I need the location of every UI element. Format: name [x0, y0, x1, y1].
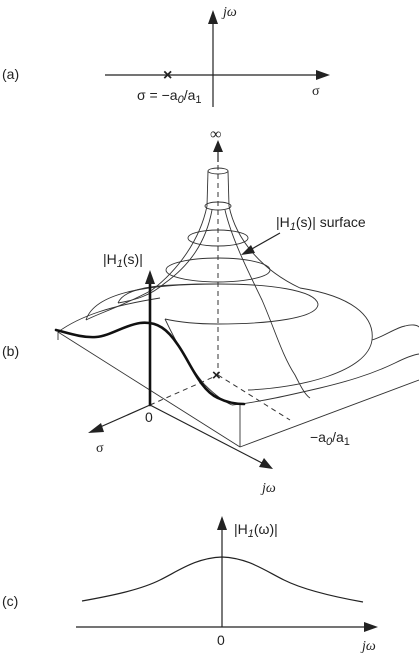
- surface-contour-4: [117, 283, 319, 325]
- panel-a-label: (a): [2, 66, 19, 82]
- panel-a-jw-label: jω: [221, 5, 237, 20]
- surface-outer-boundary: [57, 297, 419, 406]
- magnitude-surface: [57, 167, 419, 406]
- surface-pole-valley: [164, 318, 233, 406]
- panel-b-pole-label: −a0/a1: [310, 429, 350, 448]
- panel-c-jw-arrowhead: [364, 622, 378, 632]
- surface-contour-3: [165, 257, 271, 283]
- magnitude-axis-label: |H1(s)|: [103, 251, 143, 270]
- panel-c-origin-label: 0: [217, 632, 225, 648]
- panel-b-label: (b): [2, 343, 19, 359]
- sigma-projection-dash: [217, 374, 291, 421]
- panel-b-sigma-axis: [97, 404, 151, 429]
- panel-b-sigma-arrowhead: [88, 423, 104, 433]
- infinity-arrowhead: [213, 140, 223, 152]
- surface-tip-right: [227, 170, 230, 207]
- panel-c-magnitude-curve: [81, 556, 364, 603]
- surface-contour-5: [85, 283, 373, 391]
- panel-c-magnitude-arrowhead: [217, 516, 227, 530]
- panel-a: (a) jω σ × σ = −a0/a1: [2, 5, 330, 107]
- panel-a-pole-marker: ×: [163, 67, 172, 84]
- panel-c-label: (c): [2, 593, 18, 609]
- jw-projection-dash: [149, 374, 219, 406]
- panel-b-jw-arrowhead: [259, 458, 273, 469]
- panel-a-pole-label: σ = −a0/a1: [137, 87, 202, 106]
- panel-b-sigma-label: σ: [96, 441, 104, 456]
- jw-axis-magnitude-curve: [54, 321, 246, 406]
- magnitude-axis-arrowhead: [145, 270, 155, 284]
- surface-meridian-left: [85, 205, 208, 321]
- panel-b: (b): [2, 126, 419, 496]
- panel-a-jw-arrowhead: [208, 10, 218, 24]
- surface-label: |H1(s)| surface: [276, 214, 366, 233]
- surface-label-arrowhead: [241, 245, 255, 255]
- surface-label-leader: [249, 232, 281, 251]
- infinity-label: ∞: [210, 126, 221, 143]
- panel-c: (c) |H1(ω)| 0 jω: [2, 516, 378, 654]
- panel-a-sigma-arrowhead: [316, 70, 330, 80]
- panel-b-origin-label: 0: [145, 409, 153, 425]
- panel-a-sigma-label: σ: [312, 84, 320, 99]
- surface-meridian-front-left: [117, 209, 213, 304]
- panel-b-jw-axis: [149, 404, 263, 464]
- surface-tip-left: [206, 170, 209, 207]
- panel-b-jw-label: jω: [260, 481, 276, 496]
- base-right-edge: [239, 379, 419, 448]
- surface-meridian-front-right: [224, 209, 311, 399]
- panel-c-magnitude-label: |H1(ω)|: [234, 521, 278, 540]
- base-plane: [57, 331, 419, 448]
- panel-c-jw-label: jω: [360, 639, 376, 654]
- panel-b-pole-marker: ×: [212, 367, 221, 384]
